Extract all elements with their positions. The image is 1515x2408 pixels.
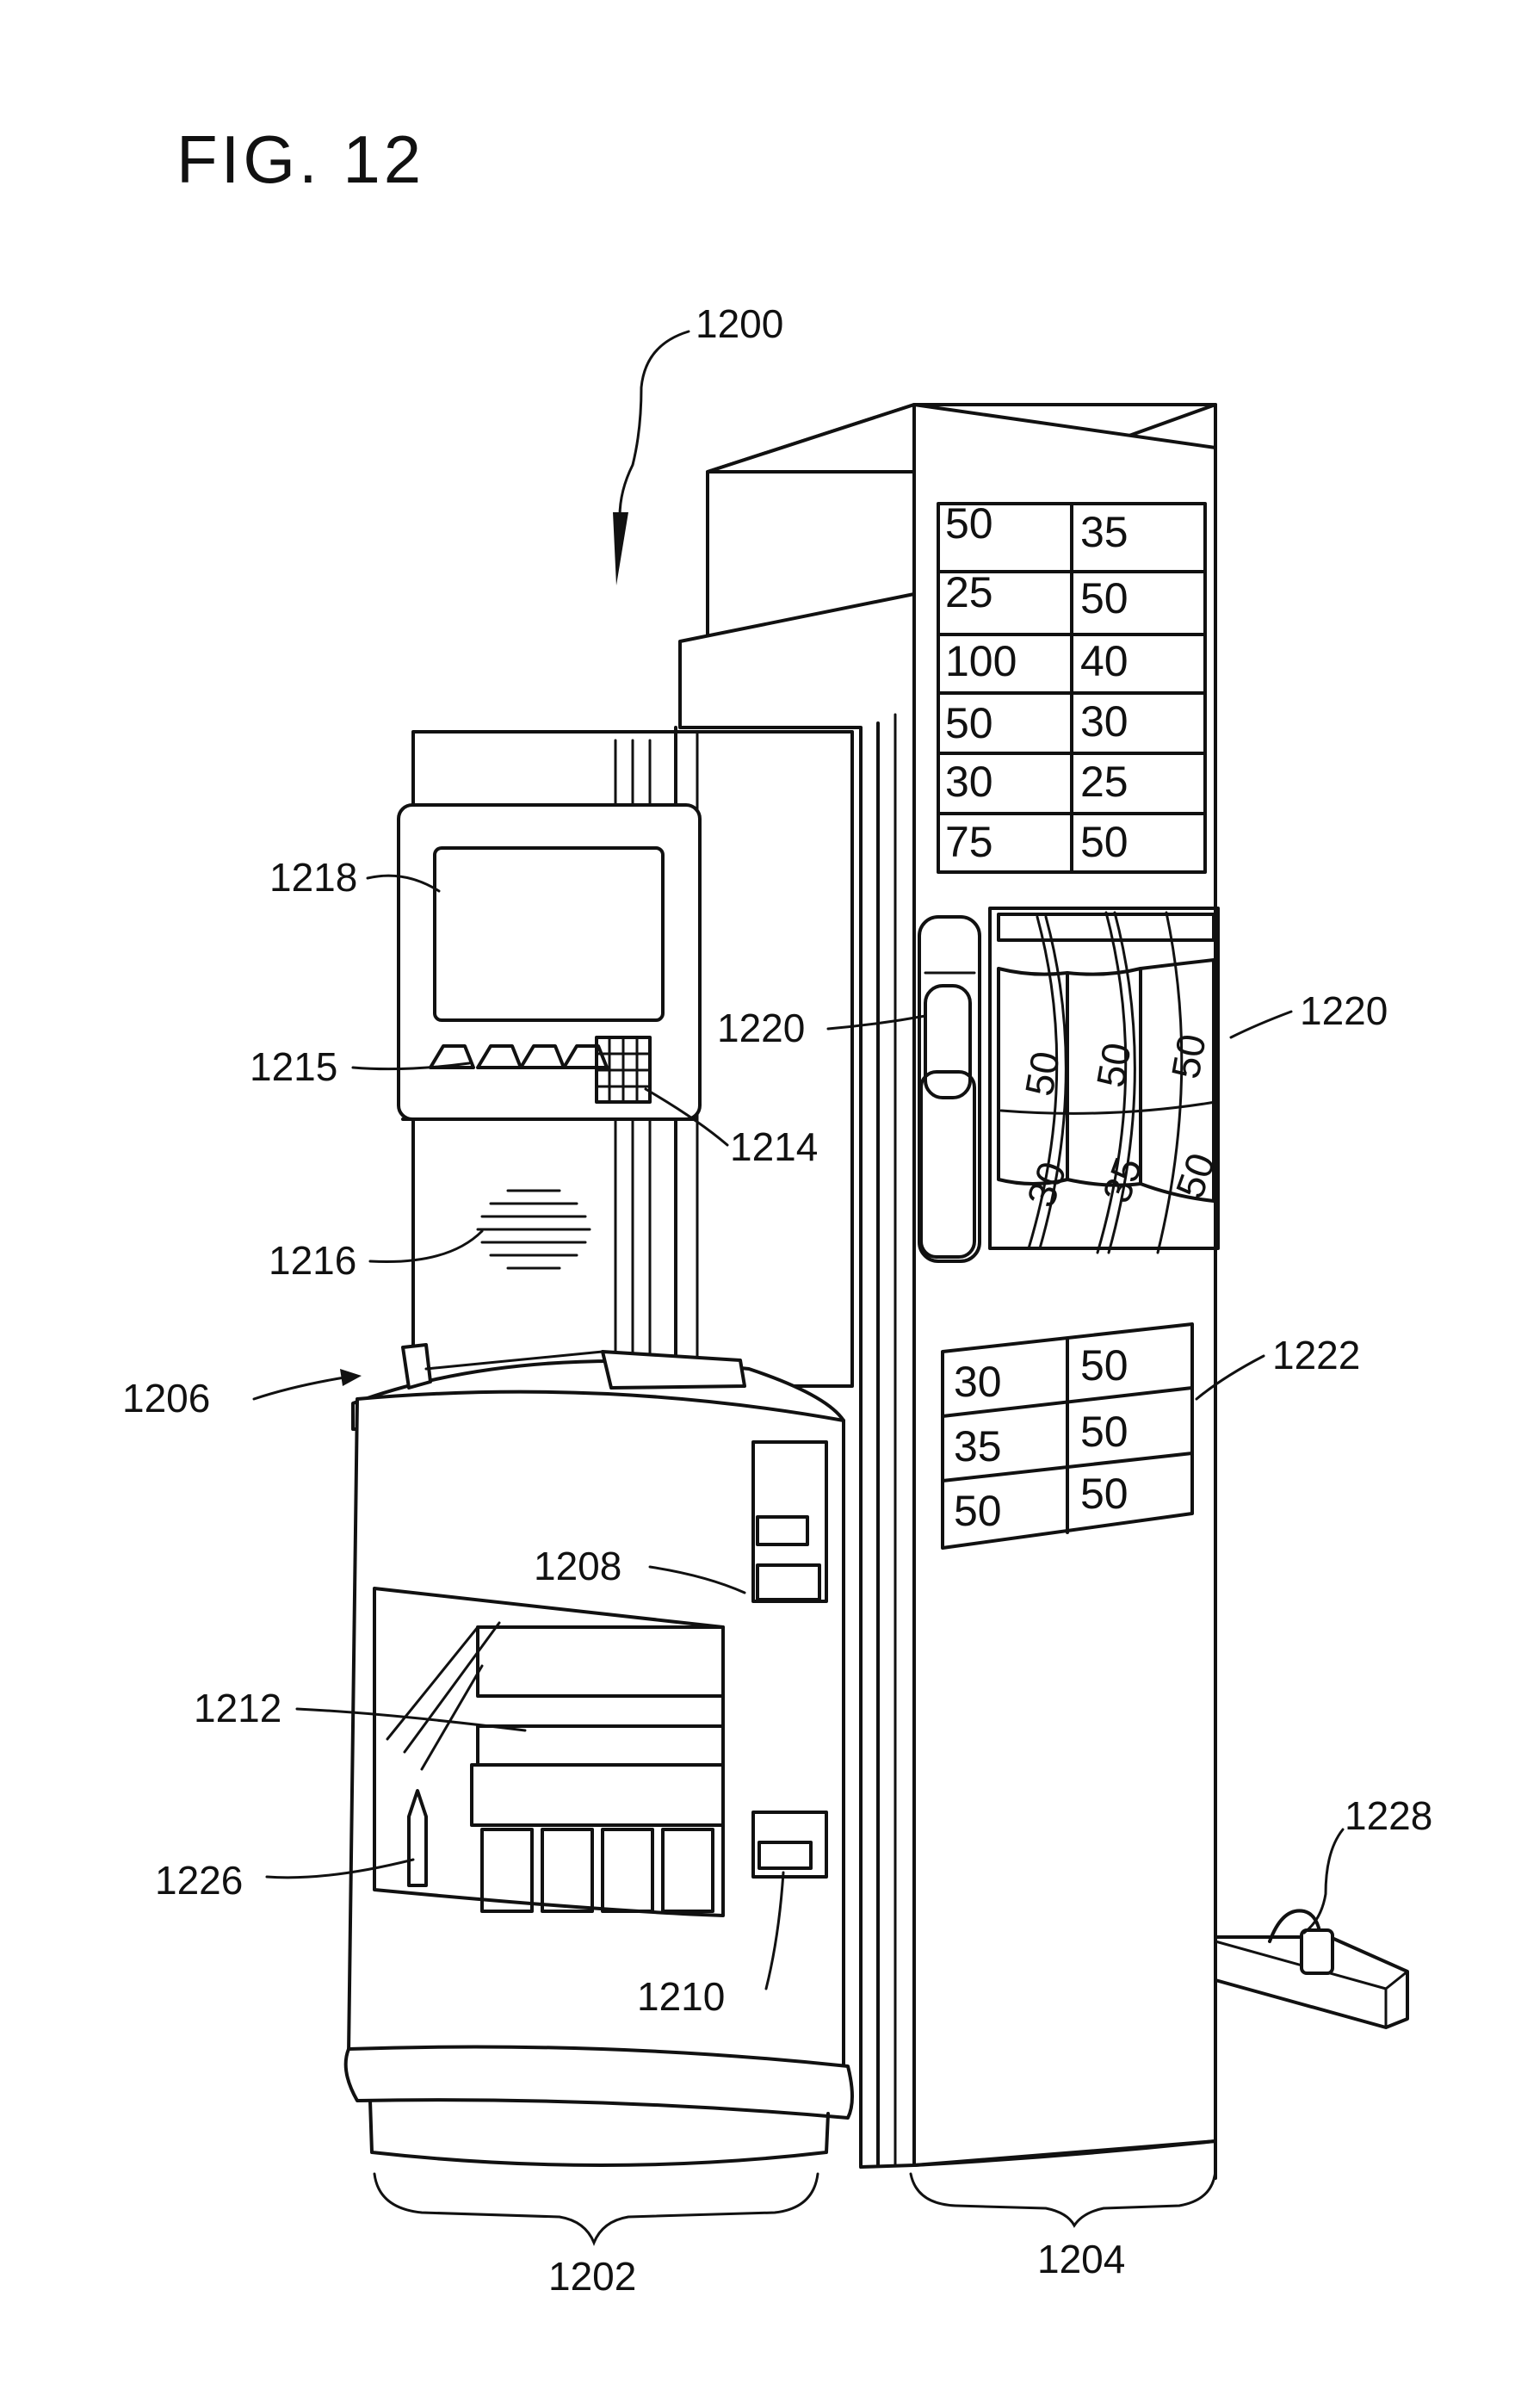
ref-1204: 1204	[1037, 2237, 1125, 2281]
upper-cell: 35	[1080, 508, 1129, 556]
ref-1226: 1226	[155, 1858, 243, 1903]
ref-1222: 1222	[1272, 1333, 1360, 1377]
upper-cell: 50	[1080, 818, 1129, 866]
upper-cell: 50	[945, 699, 993, 747]
ref-1202: 1202	[548, 2254, 636, 2299]
upper-cell: 40	[1080, 637, 1129, 685]
ref-1228: 1228	[1345, 1793, 1432, 1838]
ref-1214: 1214	[730, 1124, 818, 1169]
ref-1220-left: 1220	[717, 1006, 805, 1050]
lower-cell: 50	[954, 1487, 1002, 1535]
upper-cell: 75	[945, 818, 993, 866]
upper-cell: 30	[945, 758, 993, 806]
ref-1216: 1216	[269, 1238, 356, 1283]
ref-1206: 1206	[122, 1376, 210, 1421]
ref-1212: 1212	[194, 1686, 281, 1730]
lower-cell: 50	[1080, 1470, 1129, 1518]
lower-cell: 50	[1080, 1408, 1129, 1456]
reel-symbol: 50	[1088, 1039, 1140, 1090]
upper-cell: 25	[1080, 758, 1129, 806]
ref-1208: 1208	[534, 1544, 621, 1588]
foot-pedal	[1215, 1910, 1407, 2027]
ref-1200: 1200	[696, 301, 783, 346]
lower-cell: 30	[954, 1358, 1002, 1406]
upper-cell: 100	[945, 637, 1017, 685]
upper-cell: 50	[945, 499, 993, 548]
ref-1218: 1218	[269, 855, 357, 900]
upper-cell: 50	[1080, 574, 1129, 622]
upper-cell: 30	[1080, 697, 1129, 746]
upper-cell: 25	[945, 568, 993, 616]
lower-cell: 35	[954, 1422, 1002, 1470]
left-unit	[346, 727, 852, 2165]
ref-1220-right: 1220	[1300, 988, 1388, 1033]
figure-title: FIG. 12	[176, 121, 424, 197]
ref-1210: 1210	[637, 1974, 725, 2019]
lower-cell: 50	[1080, 1341, 1129, 1390]
reel-symbol: 50	[1163, 1031, 1215, 1081]
reel-symbol: 50	[1017, 1048, 1068, 1099]
ref-1215: 1215	[250, 1044, 337, 1089]
speaker-grille	[478, 1191, 590, 1268]
